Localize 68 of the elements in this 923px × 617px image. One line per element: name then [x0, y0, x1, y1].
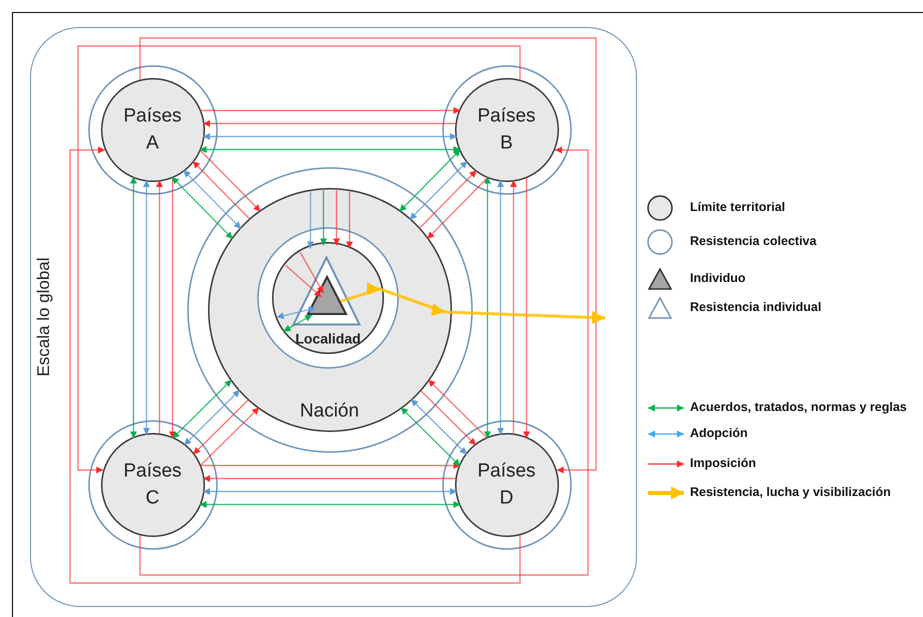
double-arrow — [200, 501, 460, 508]
arrow — [420, 390, 476, 446]
double-arrow — [200, 146, 460, 153]
scale-label: Escala lo global — [34, 257, 54, 377]
arrow — [300, 252, 324, 294]
arrow — [523, 177, 530, 438]
country-circle — [100, 432, 204, 536]
double-arrow — [171, 176, 234, 240]
double-arrow — [203, 488, 457, 495]
legend-label: Imposición — [690, 456, 756, 470]
country-label: Países B — [476, 104, 537, 156]
country-circle — [100, 78, 204, 182]
arrow — [510, 180, 517, 434]
double-arrow — [409, 160, 468, 220]
double-arrow — [497, 180, 504, 435]
double-arrow — [203, 133, 457, 140]
arrow — [203, 475, 456, 482]
locality-circle — [272, 242, 384, 354]
double-arrow — [484, 176, 491, 438]
locality-label: Localidad — [295, 330, 361, 348]
arrow — [203, 120, 456, 127]
global-scale-frame — [30, 27, 637, 607]
arrow — [200, 150, 261, 212]
arrow — [428, 379, 488, 438]
arrow — [156, 180, 163, 434]
double-arrow — [283, 314, 312, 332]
double-arrow — [130, 176, 137, 438]
arrow — [139, 37, 597, 474]
legend-label: Resistencia colectiva — [690, 234, 816, 248]
arrow — [169, 177, 176, 438]
legend-label: Individuo — [690, 271, 746, 285]
country-label: Países C — [122, 458, 183, 510]
arrow — [285, 265, 322, 298]
arrow — [200, 462, 460, 469]
arrow — [333, 190, 340, 246]
legend-label: Resistencia individual — [690, 300, 822, 314]
country-label: Países A — [122, 104, 183, 156]
legend-label: Adopción — [690, 426, 748, 440]
arrow — [192, 399, 250, 455]
individual-triangle — [308, 276, 346, 314]
arrow — [340, 282, 606, 324]
legend-label: Resistencia, lucha y visibilización — [690, 485, 891, 499]
arrow — [200, 107, 460, 114]
double-arrow — [410, 398, 468, 455]
double-arrow — [276, 306, 316, 320]
legend-label: Acuerdos, tratados, normas y reglas — [690, 400, 907, 414]
double-arrow — [400, 407, 461, 467]
arrow — [320, 190, 327, 246]
arrow — [426, 176, 488, 240]
nation-circle — [208, 188, 452, 432]
arrow — [192, 160, 250, 220]
double-arrow — [399, 149, 461, 212]
arrow — [418, 170, 477, 229]
nation-label: Nación — [300, 400, 360, 423]
arrow — [139, 146, 589, 576]
arrow — [77, 45, 521, 474]
double-arrow — [172, 379, 232, 439]
country-circle — [454, 78, 558, 182]
legend-label: Límite territorial — [690, 200, 786, 214]
country-label: Países D — [476, 458, 537, 510]
arrow — [307, 192, 314, 249]
arrow — [346, 192, 353, 249]
double-arrow — [143, 180, 150, 435]
double-arrow — [183, 170, 242, 230]
double-arrow — [184, 390, 240, 446]
country-circle — [454, 432, 558, 536]
arrow — [200, 407, 260, 466]
arrow — [69, 146, 521, 584]
